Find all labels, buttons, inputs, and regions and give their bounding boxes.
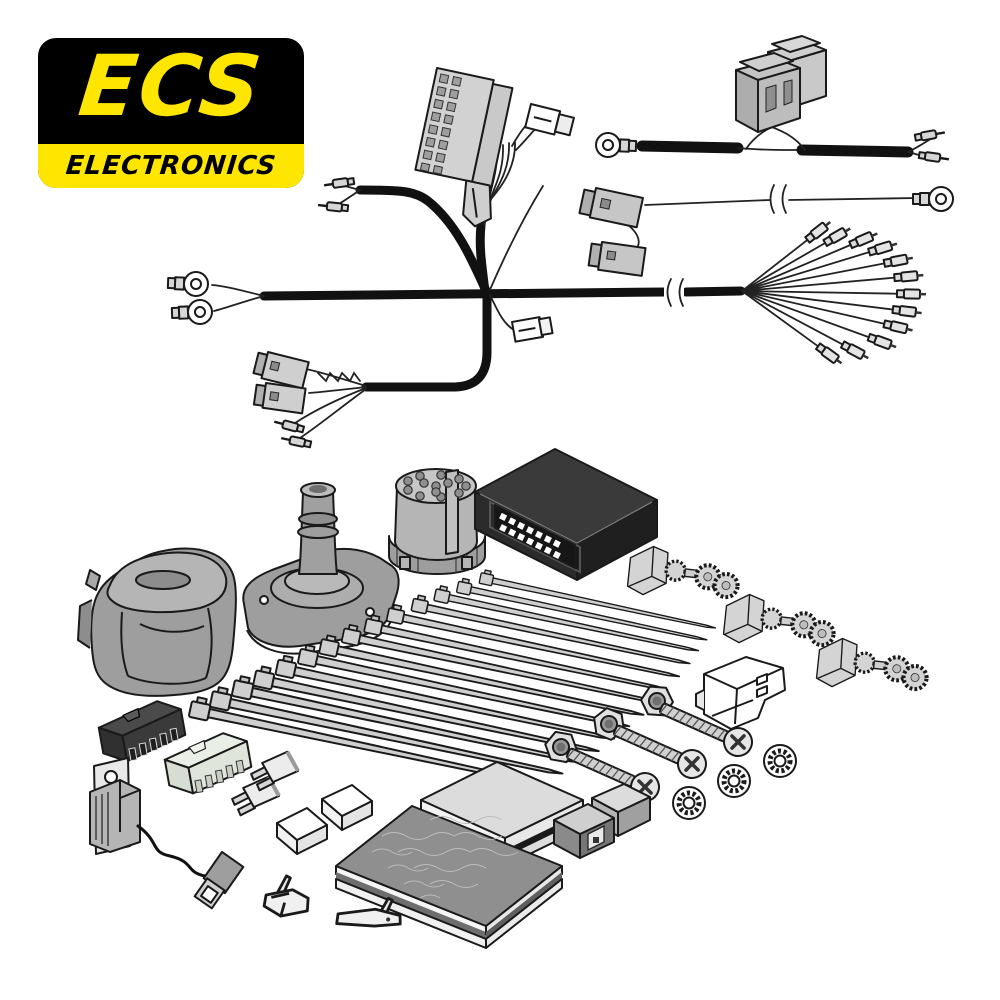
spade-terminal-fan	[741, 217, 928, 369]
ecs-logo: ECS ELECTRONICS	[38, 38, 304, 188]
buzzer-with-lead	[89, 757, 245, 910]
bullet-terminal	[279, 433, 313, 450]
relay-fuse-holder-lead	[594, 35, 951, 165]
bullet-terminal	[917, 149, 951, 165]
mounting-bracket	[695, 656, 786, 730]
ecu-connector-pins	[499, 512, 561, 559]
plate-hole	[259, 595, 269, 605]
thirteen-pin-socket-insert	[388, 468, 486, 575]
break-mark	[664, 278, 684, 307]
connector-pair-lead	[578, 187, 647, 277]
connector-pair-lead	[252, 351, 310, 415]
connector-housings	[553, 783, 651, 859]
break-mark	[769, 184, 787, 214]
ring-terminal	[170, 298, 214, 326]
socket-housing-cover	[77, 547, 237, 697]
extension-lead-with-ring-terminal	[578, 184, 954, 277]
ring-terminal	[166, 270, 210, 298]
ring-terminal	[912, 186, 954, 212]
main-wiring-harness	[166, 67, 928, 450]
bullet-terminal	[316, 199, 350, 214]
small-white-connector	[524, 103, 575, 137]
mat-texture	[371, 816, 519, 899]
multi-pin-vehicle-connector	[414, 67, 514, 228]
grommet-mounting-plate	[242, 482, 400, 655]
ecu-module	[474, 448, 658, 581]
ring-terminal	[594, 131, 638, 159]
small-white-connector	[511, 316, 554, 343]
relay-holder	[735, 52, 801, 133]
socket-pin-holes	[403, 470, 471, 502]
ecs-logo-band: ELECTRONICS	[38, 144, 304, 188]
foam-blocks	[276, 784, 373, 855]
fuse-holder-dark	[97, 700, 187, 763]
fuse-holder-light	[163, 732, 253, 795]
twisted-wire-tail	[317, 371, 361, 383]
anti-rattle-mat	[335, 805, 563, 949]
bullet-terminal	[913, 127, 947, 143]
plate-hole	[365, 607, 375, 617]
crimp-terminals	[262, 874, 402, 928]
